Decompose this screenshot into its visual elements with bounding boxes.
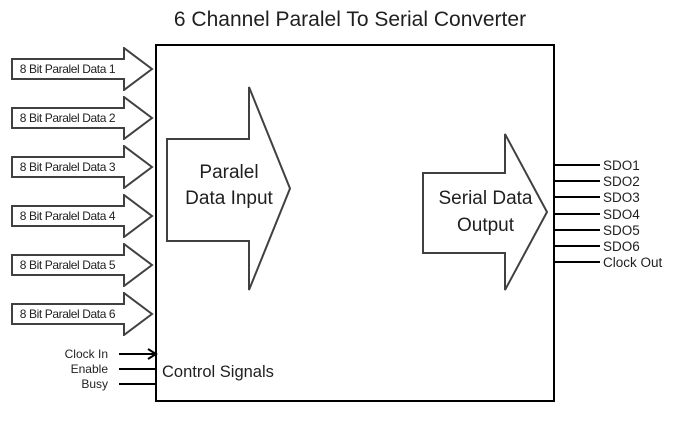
input-arrow-label: 8 Bit Paralel Data 4: [19, 209, 116, 223]
label-line-1: Paralel: [199, 162, 259, 183]
output-row-clock-out: Clock Out: [555, 254, 662, 270]
diagram-title: 6 Channel Paralel To Serial Converter: [173, 8, 527, 31]
input-arrow-3: 8 Bit Paralel Data 3: [11, 145, 154, 189]
input-arrow-2: 8 Bit Paralel Data 2: [11, 96, 154, 140]
input-arrow-label: 8 Bit Paralel Data 5: [19, 258, 116, 272]
block-arrow-right-icon: [11, 145, 154, 189]
connector-line: [555, 196, 600, 198]
connector-line: [555, 245, 600, 247]
connector-line: [119, 383, 156, 385]
output-label: SDO3: [603, 189, 640, 205]
output-label: SDO4: [603, 206, 640, 222]
block-arrow-right-icon: [11, 96, 154, 140]
output-row-sdo4: SDO4: [555, 206, 640, 222]
big-arrow-right-icon: [422, 133, 549, 291]
block-arrow-right-icon: [11, 47, 154, 91]
output-label: SDO2: [603, 173, 640, 189]
connector-line: [555, 164, 600, 166]
output-label: Clock Out: [603, 254, 663, 270]
input-arrow-6: 8 Bit Paralel Data 6: [11, 292, 154, 336]
parallel-data-input-label: Paralel Data Input: [166, 160, 292, 212]
input-arrow-5: 8 Bit Paralel Data 5: [11, 243, 154, 287]
block-arrow-right-icon: [11, 243, 154, 287]
output-row-sdo1: SDO1: [555, 157, 640, 173]
input-arrow-label: 8 Bit Paralel Data 6: [19, 307, 116, 321]
output-row-sdo3: SDO3: [555, 189, 640, 205]
connector-line: [555, 261, 600, 263]
output-label: SDO6: [603, 238, 640, 254]
input-arrow-label: 8 Bit Paralel Data 3: [19, 160, 116, 174]
control-label-enable: Enable: [70, 362, 108, 376]
input-arrow-label: 8 Bit Paralel Data 1: [19, 62, 116, 76]
output-label: SDO1: [603, 157, 640, 173]
block-arrow-right-icon: [11, 194, 154, 238]
parallel-data-input-arrow: Paralel Data Input: [166, 86, 292, 292]
input-arrow-1: 8 Bit Paralel Data 1: [11, 47, 154, 91]
serial-data-output-label: Serial Data Output: [422, 185, 549, 239]
output-row-sdo5: SDO5: [555, 222, 640, 238]
connector-line: [555, 180, 600, 182]
serial-data-output-arrow: Serial Data Output: [422, 133, 549, 291]
block-arrow-right-icon: [11, 292, 154, 336]
connector-line: [555, 229, 600, 231]
connector-line: [555, 213, 600, 215]
control-label-busy: Busy: [81, 377, 108, 391]
output-row-sdo6: SDO6: [555, 238, 640, 254]
clock-in-arrow-icon: [119, 348, 158, 360]
output-row-sdo2: SDO2: [555, 173, 640, 189]
control-label-clock-in: Clock In: [64, 347, 108, 361]
control-signals-label: Control Signals: [162, 363, 274, 381]
big-arrow-right-icon: [166, 86, 292, 291]
label-line-1: Serial Data: [438, 188, 533, 209]
label-line-2: Data Input: [185, 188, 273, 209]
input-arrow-4: 8 Bit Paralel Data 4: [11, 194, 154, 238]
label-line-2: Output: [456, 215, 515, 236]
input-arrow-label: 8 Bit Paralel Data 2: [19, 111, 116, 125]
output-label: SDO5: [603, 222, 640, 238]
connector-line: [119, 368, 156, 370]
